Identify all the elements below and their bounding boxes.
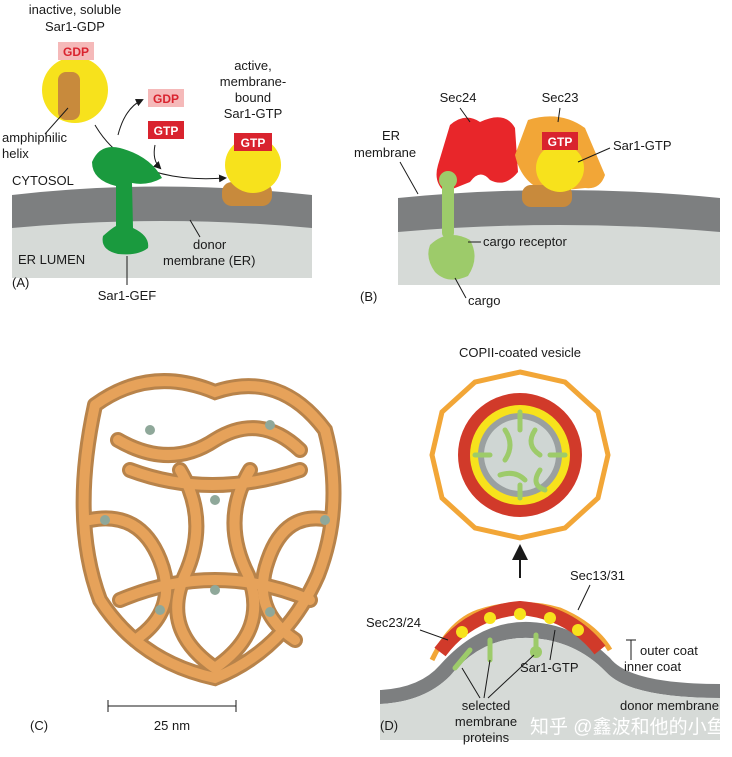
cargo-leader <box>454 277 467 299</box>
sec23-leader <box>557 107 561 123</box>
panel-d: COPII-coated vesicle <box>366 345 732 745</box>
er-lumen-label: ER LUMEN <box>18 252 85 267</box>
sar1gtp-label-b: Sar1-GTP <box>613 138 672 153</box>
gtp-tag-a: GTP <box>241 136 266 150</box>
sec24-shape <box>436 117 518 192</box>
gdp-tag-box <box>58 42 94 60</box>
cargo-shape <box>428 235 475 280</box>
sec-gtp-box <box>542 132 578 150</box>
donor-lumen-d <box>380 637 720 740</box>
cargo-receptor-head <box>439 171 457 189</box>
sec2324-leader <box>419 629 449 641</box>
inactive-label-1: inactive, soluble <box>29 2 122 17</box>
gdp-tag: GDP <box>63 45 89 59</box>
amphiphilic-helix <box>58 72 80 120</box>
panel-a-letter: (A) <box>12 275 29 290</box>
donor-label-1: donor <box>193 237 227 252</box>
vesicle-cargo <box>472 409 568 501</box>
selected-leader-1 <box>461 667 481 699</box>
donor-membrane-d <box>380 621 720 704</box>
sec24-label: Sec24 <box>440 90 477 105</box>
selected-label-3: proteins <box>463 730 510 745</box>
panel-b-letter: (B) <box>360 289 377 304</box>
amphiphilic-label-1: amphiphilic <box>2 130 68 145</box>
er-membrane-b <box>398 190 720 232</box>
incoming-gtp: GTP <box>154 124 179 138</box>
gdp-release-arrow <box>117 98 144 136</box>
copii-vesicle <box>429 369 611 541</box>
incoming-gtp-box <box>148 121 184 139</box>
active-label-3: bound <box>235 90 271 105</box>
amphiphilic-label-2: helix <box>2 146 29 161</box>
sec-sar1-ball <box>536 144 584 192</box>
gef-label: Sar1-GEF <box>98 288 157 303</box>
gtp-tag-b: GTP <box>548 135 573 149</box>
sec23-label: Sec23 <box>542 90 579 105</box>
selected-label-2: membrane <box>455 714 517 729</box>
cargo-receptor-label: cargo receptor <box>483 234 567 249</box>
sar1gtp-label-d: Sar1-GTP <box>520 660 579 675</box>
donor-label-d: donor membrane <box>620 698 719 713</box>
inactive-label-2: Sar1-GDP <box>45 19 105 34</box>
inner-coat-label: inner coat <box>624 659 681 674</box>
er-leader <box>399 161 419 195</box>
active-label-4: Sar1-GTP <box>224 106 283 121</box>
outer-coat-label: outer coat <box>640 643 698 658</box>
cargo-receptor-stalk <box>442 178 454 238</box>
vesicle-title: COPII-coated vesicle <box>459 345 581 360</box>
cage-vertices <box>100 420 330 617</box>
sec2324-label: Sec23/24 <box>366 615 421 630</box>
bud-coat <box>429 600 613 671</box>
released-gdp: GDP <box>153 92 179 106</box>
selected-label-1: selected <box>462 698 510 713</box>
donor-leader <box>189 219 201 238</box>
sec1331-leader <box>577 584 591 611</box>
panel-c-letter: (C) <box>30 718 48 733</box>
sec24-leader <box>459 107 471 123</box>
cargo-label: cargo <box>468 293 501 308</box>
panel-b: GTP Sec24 Sec23 Sar1-GTP ER membrane car… <box>354 90 720 308</box>
cytosol-label: CYTOSOL <box>12 173 74 188</box>
sec1331-label: Sec13/31 <box>570 568 625 583</box>
vesicle-outer-coat <box>429 369 611 541</box>
gtp-entry-arrow <box>152 144 162 170</box>
sar1gtp-leader-b <box>577 147 611 163</box>
scale-label: 25 nm <box>154 718 190 733</box>
active-label-1: active, <box>234 58 272 73</box>
er-label-2: membrane <box>354 145 416 160</box>
copii-cage <box>75 373 342 687</box>
selected-leader-3 <box>487 654 535 699</box>
panel-a: GDP inactive, soluble Sar1-GDP amphiphil… <box>2 2 312 303</box>
donor-label-2: membrane (ER) <box>163 253 255 268</box>
sar1gtp-leader-d <box>549 629 556 661</box>
panel-c: 25 nm (C) <box>30 373 342 733</box>
active-label-2: membrane- <box>220 74 286 89</box>
er-label-1: ER <box>382 128 400 143</box>
panel-d-letter: (D) <box>380 718 398 733</box>
watermark: 知乎 @鑫波和他的小鱼干 <box>530 716 732 738</box>
helix-leader <box>44 107 69 135</box>
gtp-tag-box <box>234 133 272 151</box>
released-gdp-box <box>148 89 184 107</box>
selected-leader-2 <box>483 659 491 699</box>
sar1-gef-shape <box>92 146 162 255</box>
bud-sar1-balls <box>456 608 584 638</box>
bud-cargo-head <box>530 646 542 658</box>
